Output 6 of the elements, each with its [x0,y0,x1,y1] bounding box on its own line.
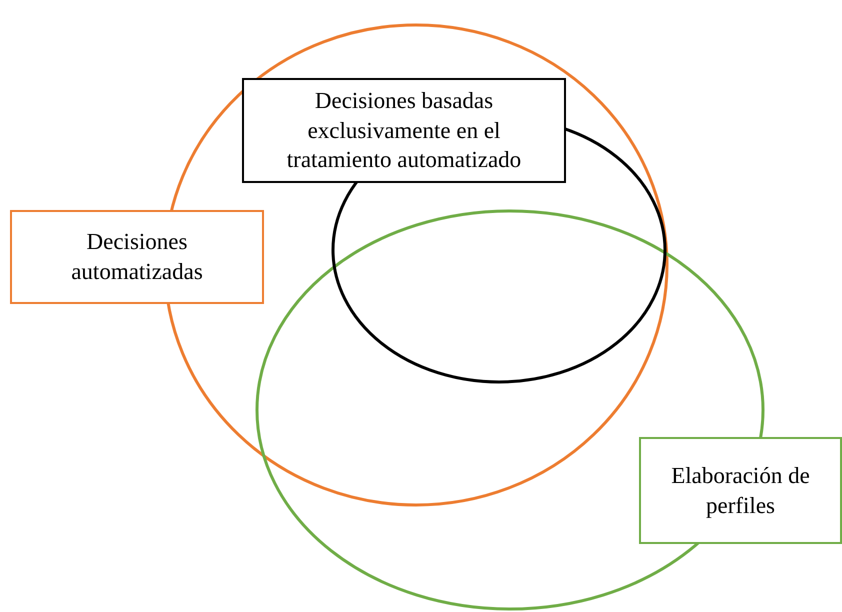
set-label: Decisiones basadas exclusivamente en el tratamiento automatizado [286,86,522,174]
label-box [639,437,842,544]
label-box [10,210,264,304]
label-box [242,78,566,183]
set-label: Decisiones automatizadas [70,228,204,286]
set-label: Elaboración de perfiles [670,462,811,520]
